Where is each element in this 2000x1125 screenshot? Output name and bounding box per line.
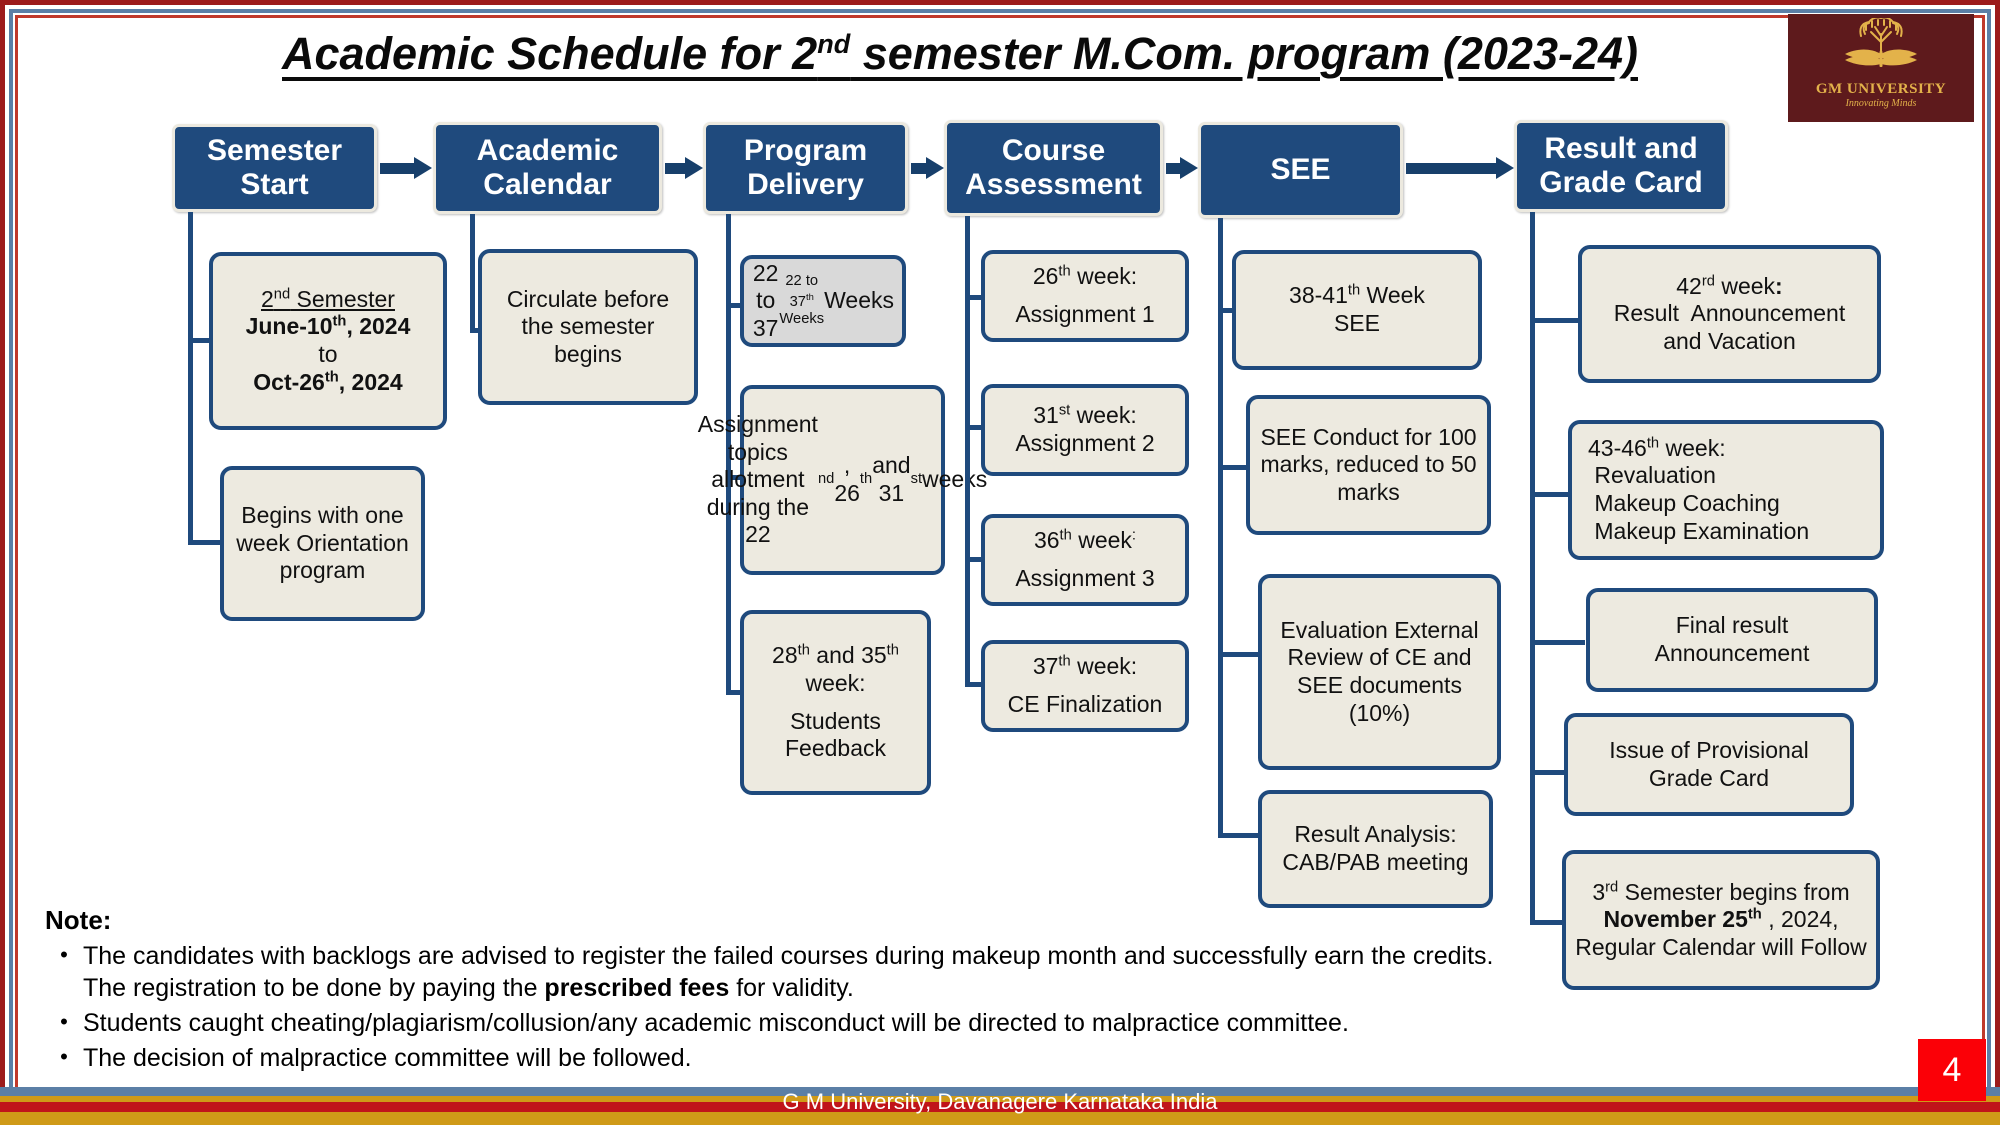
arrow-stage-2-3: [665, 157, 703, 179]
arrow-stage-1-2: [380, 157, 432, 179]
node-third-semester-begins[interactable]: 3rd Semester begins from November 25th ,…: [1562, 850, 1880, 990]
title-ordinal: nd: [817, 29, 851, 59]
connector-col6-branch-3: [1530, 640, 1585, 645]
connector-col4-trunk: [965, 216, 970, 686]
footer-text: G M University, Davanagere Karnataka Ind…: [782, 1089, 1218, 1114]
connector-col2-branch-1: [470, 328, 484, 333]
connector-col4-branch-3: [965, 557, 983, 562]
title-rest: semester M.Com. program (2023-24): [850, 28, 1638, 79]
bullet-icon: •: [60, 1044, 68, 1069]
connector-col5-trunk: [1218, 218, 1223, 838]
bullet-icon: •: [60, 1009, 68, 1034]
bullet-icon: •: [60, 942, 68, 967]
arrow-stage-5-6: [1406, 157, 1514, 179]
footer-bar-red: [0, 1102, 2000, 1112]
note-list-item: • The candidates with backlogs are advis…: [45, 940, 1525, 1004]
footer-bar-blue: [0, 1087, 2000, 1096]
connector-col5-branch-3: [1218, 652, 1260, 657]
connector-col6-branch-2: [1530, 492, 1568, 497]
slide-footer: G M University, Davanagere Karnataka Ind…: [0, 1087, 2000, 1125]
connector-col3-branch-2: [726, 475, 744, 480]
page-title: Academic Schedule for 2nd semester M.Com…: [150, 28, 1770, 80]
connector-col5-branch-4: [1218, 833, 1260, 838]
tree-book-emblem-icon: [1835, 18, 1927, 80]
connector-col1-branch-1: [188, 338, 213, 343]
title-main: Academic Schedule for 2: [282, 28, 818, 79]
connector-col2-trunk: [470, 214, 475, 332]
connector-col6-trunk: [1530, 212, 1535, 922]
connector-col6-branch-4: [1530, 770, 1565, 775]
note-text-3: The decision of malpractice committee wi…: [83, 1044, 692, 1072]
connector-col3-trunk: [726, 214, 731, 694]
node-see-conduct-marks[interactable]: SEE Conduct for 100 marks, reduced to 50…: [1246, 395, 1491, 535]
connector-col1-branch-2: [188, 540, 220, 545]
stage-see[interactable]: SEE: [1198, 122, 1403, 218]
connector-col6-branch-1: [1530, 318, 1580, 323]
connector-col5-branch-2: [1218, 465, 1266, 470]
arrow-stage-3-4: [911, 157, 944, 179]
arrow-stage-4-5: [1166, 157, 1198, 179]
note-list-item: • Students caught cheating/plagiarism/co…: [45, 1007, 1525, 1039]
note-list-item: • The decision of malpractice committee …: [45, 1042, 1525, 1074]
node-assignment-2[interactable]: 31st week:Assignment 2: [981, 384, 1189, 476]
node-ce-finalization[interactable]: 37th week:CE Finalization: [981, 640, 1189, 732]
node-result-analysis[interactable]: Result Analysis: CAB/PAB meeting: [1258, 790, 1493, 908]
notes-block: Note: • The candidates with backlogs are…: [45, 905, 1525, 1077]
connector-col4-branch-2: [965, 425, 983, 430]
slide-number: 4: [1918, 1039, 1986, 1101]
connector-col6-branch-5: [1530, 920, 1563, 925]
connector-col3-branch-1: [726, 303, 744, 308]
node-orientation-program[interactable]: Begins with one week Orientation program: [220, 466, 425, 621]
node-students-feedback[interactable]: 28th and 35th week:Students Feedback: [740, 610, 931, 795]
node-revaluation-makeup[interactable]: 43-46th week: Revaluation Makeup Coachin…: [1568, 420, 1884, 560]
node-assignment-topics-allotment[interactable]: Assignment topics allotment during the 2…: [698, 385, 987, 575]
connector-col3-branch-3: [726, 690, 744, 695]
university-logo: GM UNIVERSITY Innovating Minds: [1788, 14, 1974, 122]
node-calendar-circulation[interactable]: Circulate before the semester begins: [478, 249, 698, 405]
notes-heading: Note:: [45, 905, 112, 935]
connector-col5-branch-1: [1218, 308, 1236, 313]
connector-col1-trunk: [188, 212, 193, 545]
node-assignment-3[interactable]: 36th week:Assignment 3: [981, 514, 1189, 606]
note-text-1: The candidates with backlogs are advised…: [83, 942, 1494, 1002]
logo-tagline: Innovating Minds: [1845, 98, 1917, 109]
logo-title: GM UNIVERSITY: [1815, 81, 1947, 97]
node-assignment-1[interactable]: 26th week:Assignment 1: [981, 250, 1189, 342]
node-evaluation-external-review[interactable]: Evaluation External Review of CE and SEE…: [1258, 574, 1501, 770]
note-text-2: Students caught cheating/plagiarism/coll…: [83, 1009, 1349, 1037]
connector-col4-branch-4: [965, 682, 983, 687]
node-provisional-grade-card[interactable]: Issue of Provisional Grade Card: [1564, 713, 1854, 816]
connector-col4-branch-1: [965, 295, 983, 300]
